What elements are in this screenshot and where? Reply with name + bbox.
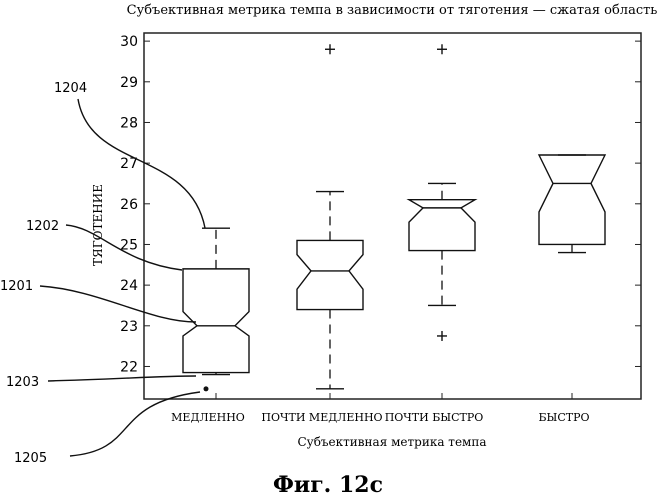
y-tick-label: 24 bbox=[120, 278, 138, 294]
leader-1205 bbox=[70, 392, 200, 456]
y-tick-label: 23 bbox=[120, 319, 138, 335]
y-tick-label: 29 bbox=[120, 75, 138, 91]
y-tick-label: 22 bbox=[120, 359, 138, 375]
leader-1201 bbox=[40, 286, 196, 322]
annotation-1202: 1202 bbox=[26, 219, 59, 234]
y-axis: 222324252627282930 bbox=[120, 34, 641, 375]
y-tick-label: 26 bbox=[120, 197, 138, 213]
box-body bbox=[539, 155, 605, 244]
plot-frame bbox=[144, 33, 641, 399]
leader-1203 bbox=[48, 376, 196, 381]
x-tick-label: ПОЧТИ МЕДЛЕННО bbox=[261, 411, 382, 424]
figure-caption: Фиг. 12с bbox=[273, 472, 383, 498]
x-tick-label: БЫСТРО bbox=[538, 411, 589, 424]
y-axis-label: ТЯГОТЕНИЕ bbox=[91, 184, 105, 266]
annotation-1204: 1204 bbox=[54, 81, 87, 96]
box-series bbox=[183, 44, 605, 391]
box-group bbox=[297, 44, 363, 389]
annotation-1201: 1201 bbox=[0, 279, 33, 294]
box-group bbox=[539, 155, 605, 253]
box-group bbox=[183, 228, 249, 391]
box-body bbox=[183, 269, 249, 373]
outlier-point bbox=[204, 386, 209, 391]
x-tick-label: МЕДЛЕННО bbox=[171, 411, 245, 424]
box-body bbox=[297, 240, 363, 309]
annotation-1203: 1203 bbox=[6, 375, 39, 390]
y-tick-label: 28 bbox=[120, 115, 138, 131]
x-tick-label: ПОЧТИ БЫСТРО bbox=[385, 411, 484, 424]
annotation-1205: 1205 bbox=[14, 451, 47, 466]
chart-title: Субъективная метрика темпа в зависимости… bbox=[127, 3, 657, 18]
x-axis: МЕДЛЕННО ПОЧТИ МЕДЛЕННОПОЧТИ БЫСТРО БЫСТРО bbox=[171, 393, 589, 424]
x-axis-label: Субъективная метрика темпа bbox=[297, 435, 486, 449]
y-tick-label: 30 bbox=[120, 34, 138, 50]
box-group bbox=[409, 44, 475, 341]
